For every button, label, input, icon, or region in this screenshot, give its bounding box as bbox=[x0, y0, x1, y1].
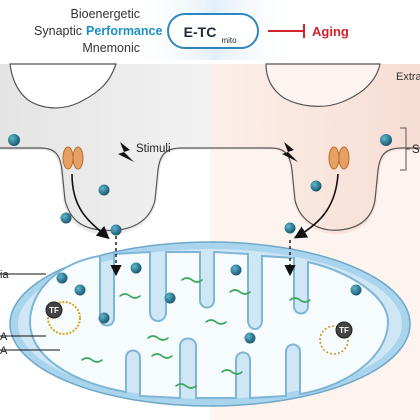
etc-mito-badge bbox=[167, 13, 259, 49]
header-line-bioenergetic: Bioenergetic bbox=[71, 7, 141, 21]
tf-label-left: TF bbox=[49, 306, 59, 315]
stimulus-bolt-right-icon bbox=[282, 142, 298, 162]
matrix-ions bbox=[56, 262, 362, 344]
aging-label: Aging bbox=[312, 24, 349, 39]
presynaptic-terminal-right bbox=[265, 63, 381, 107]
etc-mito-subscript: mito bbox=[221, 36, 237, 45]
left-edge-label-3: A bbox=[0, 345, 8, 357]
ion-extracellular-left bbox=[8, 134, 20, 146]
header-line-performance: Performance bbox=[86, 24, 162, 38]
ion-spine-left-3 bbox=[110, 224, 122, 236]
influx-arrow-right bbox=[293, 173, 339, 239]
presynaptic-terminal-left bbox=[9, 63, 117, 109]
s-edge-label: S bbox=[412, 144, 420, 156]
influx-arrow-left bbox=[71, 173, 110, 240]
ion-spine-right-1 bbox=[310, 180, 322, 192]
ion-channel-left bbox=[62, 146, 84, 170]
ion-spine-left-1 bbox=[98, 184, 110, 196]
mitochondrion-matrix bbox=[28, 250, 390, 400]
tf-complex-right bbox=[319, 321, 353, 355]
header-line-mnemonic: Mnemonic bbox=[82, 41, 140, 55]
stimulus-bolt-left-icon bbox=[118, 142, 134, 162]
tf-label-right: TF bbox=[339, 326, 349, 335]
left-edge-label-1: ia bbox=[0, 269, 9, 281]
synapse-bracket bbox=[400, 127, 410, 171]
header-line-synaptic: Synaptic bbox=[34, 24, 82, 38]
ion-spine-left-2 bbox=[60, 212, 72, 224]
ion-spine-right-2 bbox=[284, 222, 296, 234]
ion-channel-right bbox=[328, 146, 350, 170]
left-edge-label-2: A bbox=[0, 331, 8, 343]
ion-extracellular-right bbox=[380, 134, 392, 146]
extra-label: Extra bbox=[396, 71, 420, 83]
tf-complex-left bbox=[45, 301, 81, 335]
etc-mito-label: E-TC bbox=[184, 24, 217, 40]
stimuli-label: Stimuli bbox=[136, 143, 171, 155]
postsynaptic-membrane bbox=[0, 147, 420, 232]
matrix-squiggles bbox=[81, 277, 311, 389]
